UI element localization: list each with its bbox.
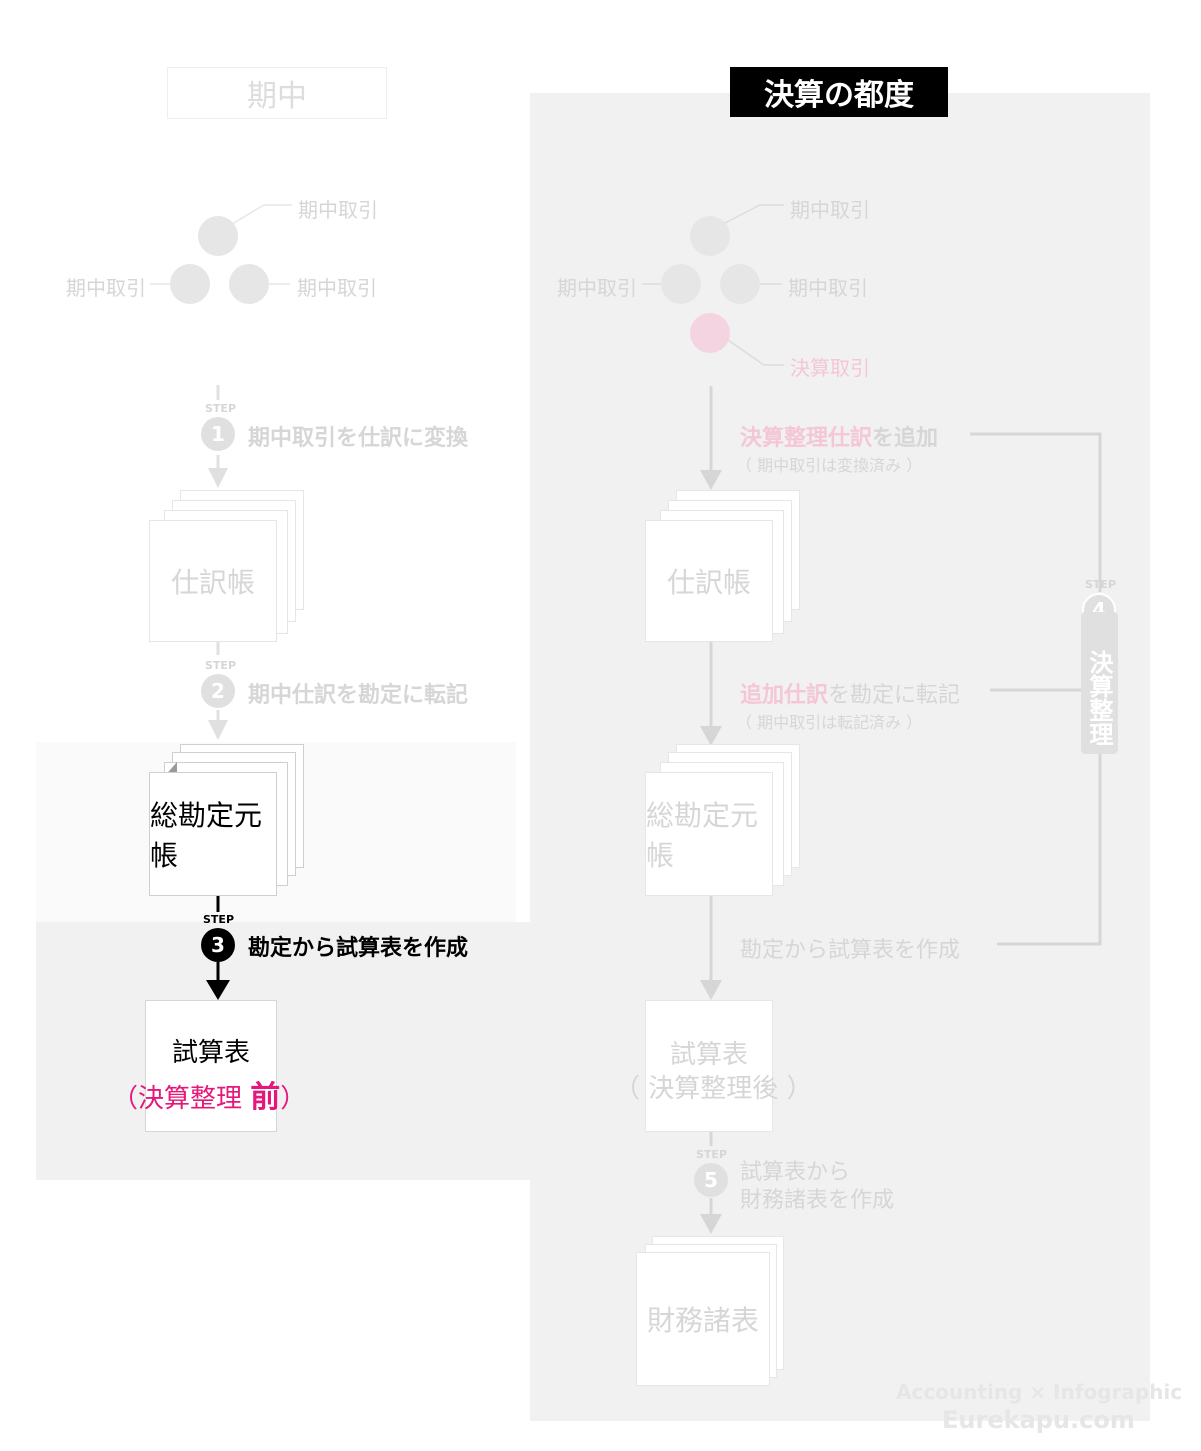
financial-statements-document: 財務諸表 (636, 1252, 770, 1386)
left-tx-connector-top (231, 204, 292, 225)
right-flow-arrowhead-2 (700, 726, 722, 746)
step5-number: 5 (694, 1163, 728, 1197)
closing-transaction-label: 決算取引 (790, 356, 870, 380)
add-closing-entries-label: 決算整理仕訳を追加 (740, 420, 938, 452)
trial-balance-document (145, 1000, 277, 1132)
right-flow-arrowhead-3 (700, 980, 722, 1000)
transaction-circle (661, 264, 701, 304)
closing-entries-rest: を追加 (872, 426, 939, 451)
post-entries-highlight: 追加仕訳 (740, 683, 829, 708)
closing-header: 決算の都度 (730, 67, 948, 117)
transaction-label: 期中取引 (298, 198, 378, 222)
left-flow-arrowhead-2 (208, 720, 228, 740)
note-close-paren: ） (280, 1084, 307, 1114)
left-flow-arrowhead-1 (208, 468, 228, 488)
step1-number: 1 (201, 417, 235, 451)
transaction-label: 期中取引 (788, 276, 868, 300)
post-entries-note: （ 期中取引は転記済み ） (736, 713, 923, 732)
general-ledger-document: 総勘定元帳 (645, 772, 773, 896)
step4-bracket-top (970, 432, 1102, 592)
step3-number: 3 (201, 928, 235, 962)
trial-balance-note: （ 決算整理後 ） (614, 1074, 813, 1104)
watermark-line2: Eurekapu.com (942, 1406, 1135, 1434)
step5-label-line1: 試算表から (740, 1160, 851, 1185)
step2-label: 期中仕訳を勘定に転記 (248, 683, 469, 708)
note-main: 決算整理 (138, 1084, 243, 1114)
trial-balance-title: 試算表 (669, 1040, 748, 1070)
transaction-circle (720, 264, 760, 304)
journal-document: 仕訳帳 (645, 520, 773, 642)
step1-tag: STEP (205, 402, 237, 415)
step3-label: 勘定から試算表を作成 (248, 936, 469, 961)
step1-label: 期中取引を仕訳に変換 (248, 426, 469, 451)
transaction-circle (229, 264, 269, 304)
step4-bracket-bottom (997, 754, 1102, 946)
transaction-circle (198, 216, 238, 256)
step5-label-line2: 財務諸表を作成 (740, 1188, 895, 1213)
right-flow-arrowhead-4 (700, 1214, 722, 1234)
trial-balance-highlight-background (36, 922, 530, 1180)
period-header: 期中 (167, 67, 387, 119)
transaction-circle (170, 264, 210, 304)
step5-tag: STEP (696, 1148, 728, 1161)
journal-document: 仕訳帳 (149, 520, 277, 642)
step2-number: 2 (201, 674, 235, 708)
post-entries-label: 追加仕訳を勘定に転記 (740, 677, 960, 709)
trial-balance-title: 試算表 (171, 1038, 250, 1068)
note-open-paren: （ (112, 1084, 139, 1114)
add-closing-entries-note: （ 期中取引は変換済み ） (736, 456, 923, 475)
closing-entries-highlight: 決算整理仕訳 (740, 426, 873, 451)
right-tx-connector-top (722, 204, 784, 225)
left-flow-arrowhead-3 (206, 980, 230, 1000)
note-before-emphasis: 前 (250, 1080, 281, 1115)
closing-transaction-circle (690, 313, 730, 353)
step4-label: 決算整理 (1081, 612, 1118, 754)
transaction-label: 期中取引 (297, 276, 377, 300)
trial-balance-note: （決算整理 前） (112, 1072, 306, 1116)
right-flow-arrowhead-1 (700, 470, 722, 490)
closing-panel-background (530, 93, 1150, 1421)
create-trial-balance-label: 勘定から試算表を作成 (740, 938, 961, 963)
transaction-label: 期中取引 (557, 276, 637, 300)
trial-balance-document (645, 1000, 773, 1132)
watermark-line1: Accounting × Infographic (896, 1380, 1183, 1404)
general-ledger-document: 総勘定元帳 (149, 772, 277, 896)
step2-tag: STEP (205, 659, 237, 672)
post-entries-rest: を勘定に転記 (828, 683, 961, 708)
transaction-label: 期中取引 (66, 276, 146, 300)
right-closing-connector (727, 339, 784, 366)
step4-tag: STEP (1085, 578, 1117, 591)
transaction-circle (690, 216, 730, 256)
step3-tag: STEP (203, 913, 235, 926)
transaction-label: 期中取引 (790, 198, 870, 222)
